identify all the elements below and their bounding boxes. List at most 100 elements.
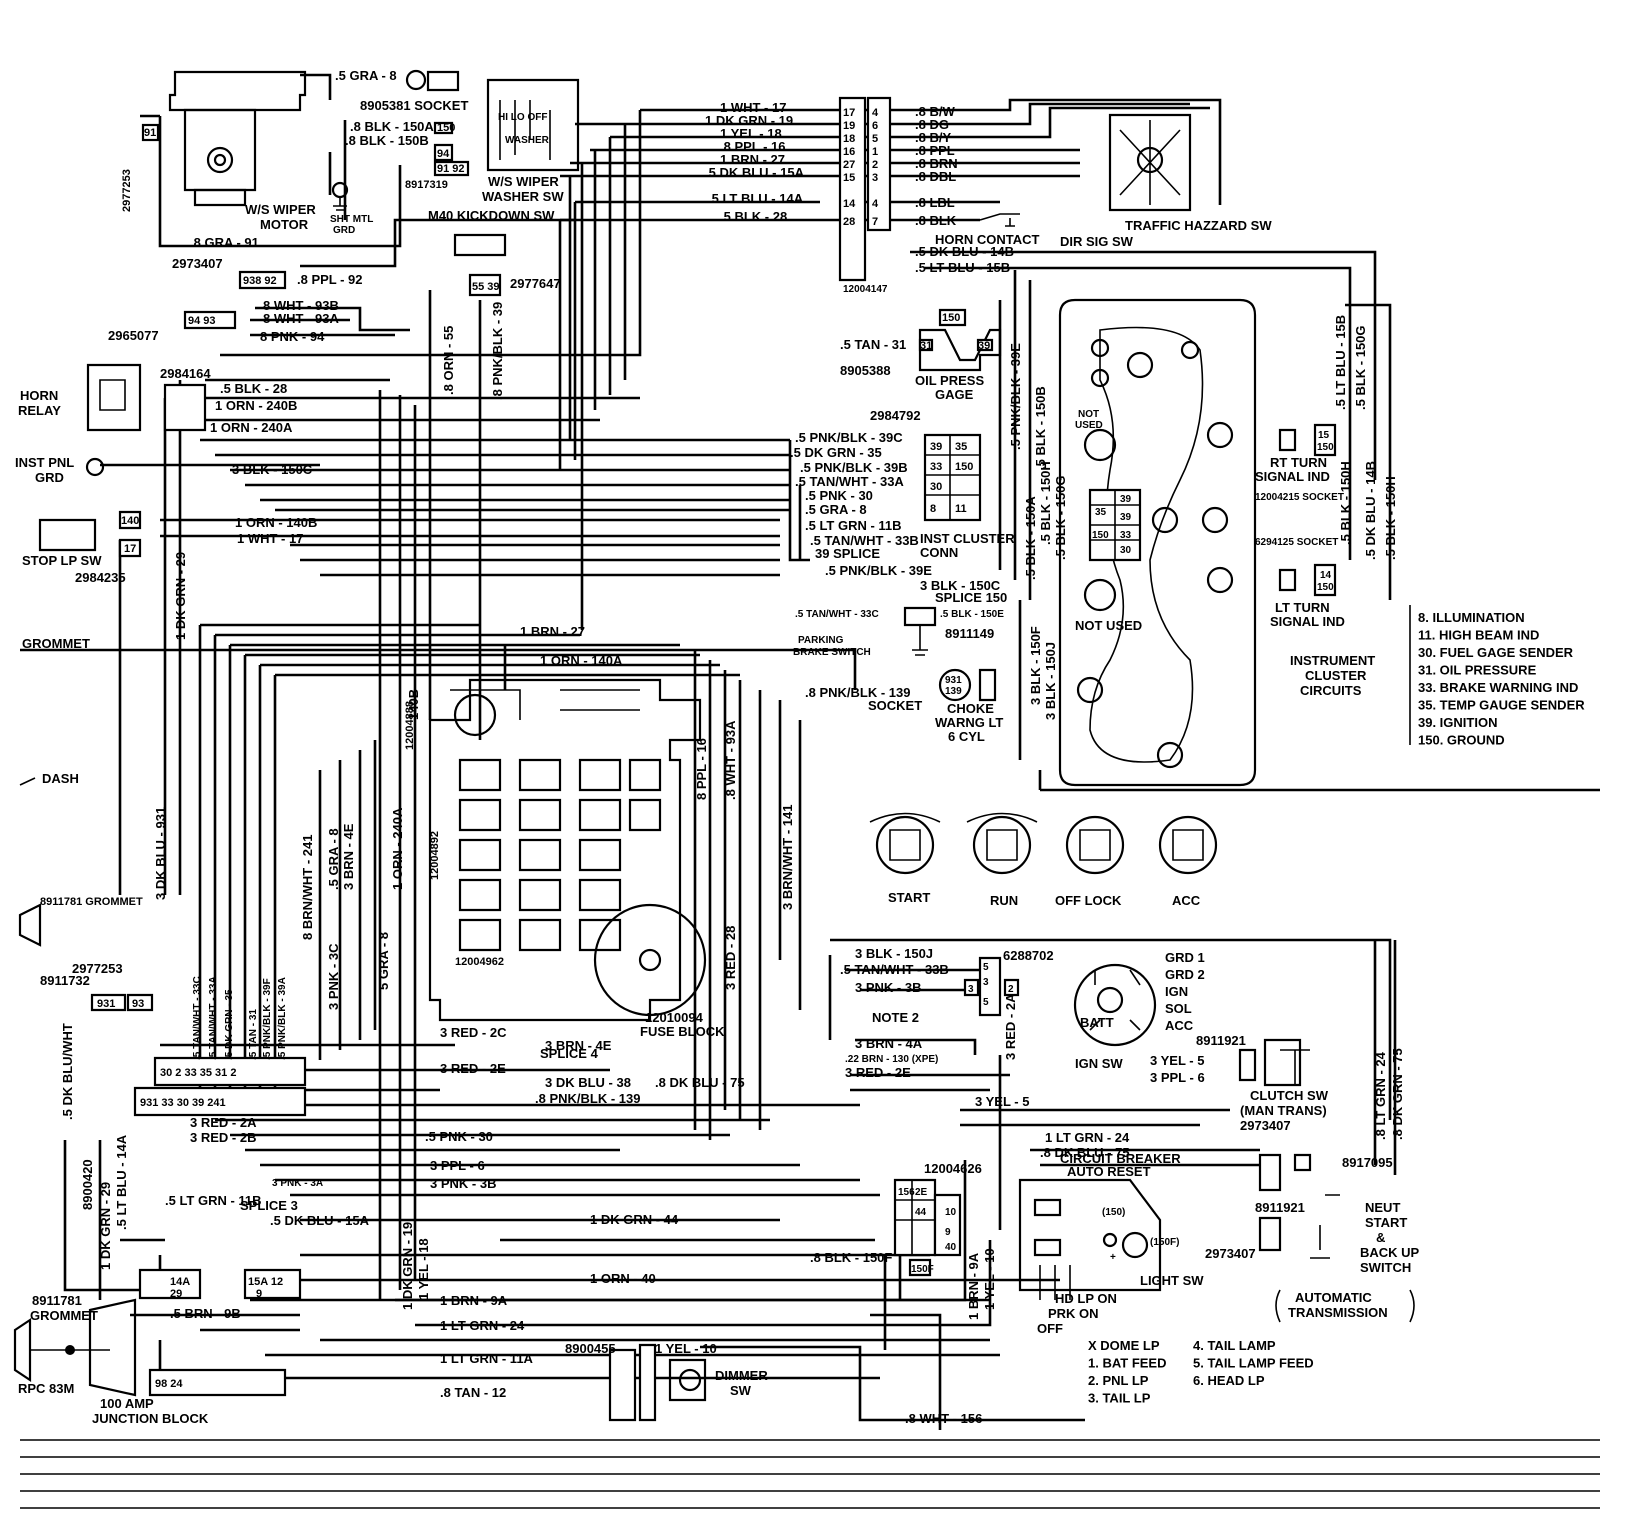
svg-text:.8 B/W: .8 B/W <box>915 104 955 119</box>
svg-text:(150F): (150F) <box>1150 1237 1179 1248</box>
svg-text:1 YEL - 18: 1 YEL - 18 <box>720 126 782 141</box>
svg-text:3 BRN - 4E: 3 BRN - 4E <box>341 823 356 890</box>
ign-pos-run: RUN <box>990 893 1018 908</box>
svg-text:BATT: BATT <box>1080 1015 1114 1030</box>
svg-text:19: 19 <box>843 120 855 132</box>
svg-text:14A: 14A <box>170 1276 190 1288</box>
socket-label: SOCKET <box>868 698 922 713</box>
part-8917095: 8917095 <box>1342 1155 1393 1170</box>
svg-text:.5 DK BLU - 14B: .5 DK BLU - 14B <box>915 244 1014 259</box>
splice-3-connector: 14A 29 15A 12 9 SPLICE 3 <box>138 1198 302 1300</box>
inst-cluster-connector: 39 35 33 150 30 8 11 2984792 INST CLUSTE… <box>870 408 1018 560</box>
svg-text:3 RED - 28: 3 RED - 28 <box>723 926 738 990</box>
svg-text:.8 LT GRN - 24: .8 LT GRN - 24 <box>1373 1051 1388 1140</box>
svg-text:.8 PPL - 16: .8 PPL - 16 <box>720 139 786 154</box>
part-8900420: 8911732 <box>40 973 90 988</box>
svg-text:94: 94 <box>437 148 450 160</box>
svg-text:.5 PNK - 30: .5 PNK - 30 <box>805 488 873 503</box>
svg-text:.5 BLK - 150G: .5 BLK - 150G <box>1353 325 1368 410</box>
svg-text:3 BRN - 4A: 3 BRN - 4A <box>855 1036 923 1051</box>
svg-text:1 LT GRN - 24: 1 LT GRN - 24 <box>440 1318 525 1333</box>
ws-wiper-motor-label: W/S WIPER MOTOR <box>245 202 319 232</box>
svg-text:8 PNK - 94: 8 PNK - 94 <box>260 329 325 344</box>
svg-text:14: 14 <box>1320 570 1332 581</box>
ign-terminal-0: GRD 1 <box>1165 950 1205 965</box>
wiper-washer-switch: HI LO OFF WASHER W/S WIPER WASHER SW <box>482 78 580 204</box>
part-2973407-c: 2973407 <box>1205 1246 1256 1261</box>
svg-text:.5 PNK/BLK - 39C: .5 PNK/BLK - 39C <box>795 430 903 445</box>
svg-text:.8 PNK/BLK - 139: .8 PNK/BLK - 139 <box>805 685 910 700</box>
part-8905388: 8905388 <box>840 363 891 378</box>
svg-text:3 BLK - 150J: 3 BLK - 150J <box>1043 642 1058 720</box>
svg-text:.5 TAN/WHT - 33A: .5 TAN/WHT - 33A <box>795 474 904 489</box>
ign-pos-off-lock: OFF LOCK <box>1055 893 1122 908</box>
ign-terminal-2: IGN <box>1165 984 1188 999</box>
svg-text:3 RED - 2B: 3 RED - 2B <box>190 1130 256 1145</box>
svg-text:12004147: 12004147 <box>843 284 888 295</box>
svg-text:5 GRA - 8: 5 GRA - 8 <box>376 932 391 990</box>
svg-text:6: 6 <box>872 120 878 132</box>
svg-text:2E: 2E <box>915 1187 928 1198</box>
svg-text:.8 LBL: .8 LBL <box>915 195 955 210</box>
light-sw-legend-item-1: 1. BAT FEED <box>1088 1356 1167 1371</box>
connector-94: 94 93 2965077 <box>108 310 237 343</box>
svg-text:WASHER: WASHER <box>505 135 550 146</box>
svg-text:.5 TAN/WHT - 33C: .5 TAN/WHT - 33C <box>795 609 879 620</box>
part-8911149: 8911149 <box>945 626 994 641</box>
svg-text:5: 5 <box>983 962 989 973</box>
svg-text:+: + <box>1110 1252 1116 1263</box>
inst-cluster-conn-label: INST CLUSTER CONN <box>920 531 1018 560</box>
svg-text:139: 139 <box>945 686 962 697</box>
connector-12004626: 156 2E 44 10 9 40 150F 12004626 <box>893 1161 982 1277</box>
ign-pos-acc: ACC <box>1172 893 1201 908</box>
m40-kickdown-label: M40 KICKDOWN SW <box>428 208 555 223</box>
svg-text:3 BLK - 150C: 3 BLK - 150C <box>232 462 313 477</box>
connector-92: 938 92 2973407 <box>172 256 287 290</box>
svg-text:40: 40 <box>945 1242 957 1253</box>
svg-text:.8 ORN - 55: .8 ORN - 55 <box>441 326 456 395</box>
ws-wiper-motor: W/S WIPER MOTOR <box>168 70 319 232</box>
svg-text:HI LO OFF: HI LO OFF <box>498 112 547 123</box>
svg-text:30: 30 <box>1120 545 1132 556</box>
svg-text:.8 BLK: .8 BLK <box>915 213 957 228</box>
svg-text:.5 LT GRN - 11B: .5 LT GRN - 11B <box>805 518 902 533</box>
svg-text:1 ORN - 240A: 1 ORN - 240A <box>390 807 405 890</box>
dash-arrow-icon <box>19 777 36 786</box>
svg-text:938 92: 938 92 <box>243 275 277 287</box>
svg-text:.8 DK BLU - 75: .8 DK BLU - 75 <box>1040 1145 1130 1160</box>
svg-text:.5 BLK - 150A: .5 BLK - 150A <box>1023 496 1038 580</box>
dash-label: DASH <box>42 771 79 786</box>
svg-text:9: 9 <box>256 1288 262 1300</box>
part-2973407-a: 2973407 <box>172 256 223 271</box>
svg-text:16: 16 <box>843 146 855 158</box>
svg-text:1 BRN - 27: 1 BRN - 27 <box>520 624 585 639</box>
svg-text:.5 DK BLU/WHT: .5 DK BLU/WHT <box>60 1023 75 1120</box>
splice-39-label: 39 SPLICE <box>815 546 880 561</box>
svg-text:17: 17 <box>843 107 855 119</box>
light-switch: (150) (150F) + CIRCUIT BREAKER AUTO RESE… <box>1018 1151 1314 1406</box>
part-6288702: 6288702 <box>1003 948 1054 963</box>
svg-text:.8 B/Y: .8 B/Y <box>915 130 951 145</box>
svg-text:10: 10 <box>945 1207 957 1218</box>
svg-text:140B: 140B <box>406 689 421 720</box>
svg-text:8: 8 <box>930 503 936 515</box>
splice-150-label: SPLICE 150 <box>935 590 1007 605</box>
part-8911921-b: 8911921 <box>1255 1200 1305 1215</box>
svg-text:8 PPL - 16: 8 PPL - 16 <box>694 738 709 800</box>
circuit-legend-item-2: 30. FUEL GAGE SENDER <box>1418 645 1574 660</box>
instrument-cluster-circuits-label: INSTRUMENT CLUSTER CIRCUITS <box>1290 653 1379 698</box>
svg-text:28: 28 <box>843 216 855 228</box>
note-2-label: NOTE 2 <box>872 1010 919 1025</box>
pin-91: 91 <box>144 127 156 139</box>
svg-text:3 PNK - 3A: 3 PNK - 3A <box>272 1178 323 1189</box>
svg-text:150: 150 <box>1092 530 1109 541</box>
svg-text:RPC 83M: RPC 83M <box>18 1381 74 1396</box>
part-8911732: 8900420 <box>80 1159 95 1210</box>
svg-text:39: 39 <box>930 441 942 453</box>
not-used-label: NOT USED <box>1075 618 1142 633</box>
choke-warning-light: 931 139 CHOKE WARNG LT 6 CYL SOCKET <box>868 668 1003 744</box>
svg-text:3 RED - 2E: 3 RED - 2E <box>440 1061 506 1076</box>
svg-text:27: 27 <box>843 159 855 171</box>
svg-text:12004215 SOCKET: 12004215 SOCKET <box>1255 492 1344 503</box>
oil-press-gage: 150 31 39 OIL PRESS GAGE 8905388 <box>840 308 1002 402</box>
